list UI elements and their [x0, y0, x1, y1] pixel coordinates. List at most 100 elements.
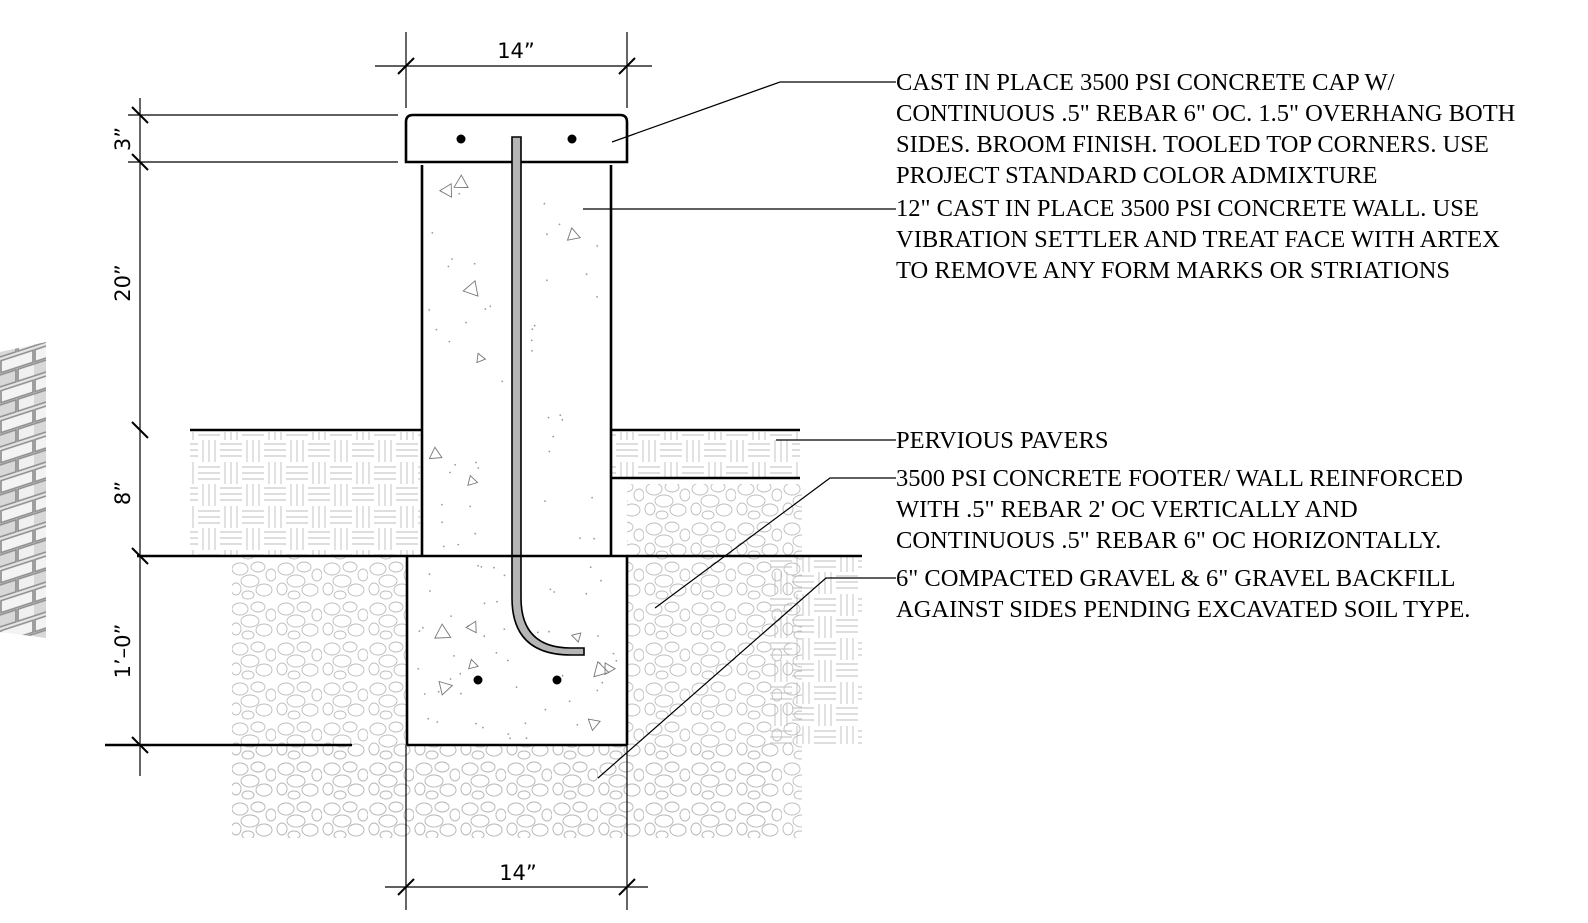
concrete-speck	[474, 532, 477, 535]
callout-gravel-line: 6" COMPACTED GRAVEL & 6" GRAVEL BACKFILL	[896, 565, 1456, 592]
concrete-speck	[469, 505, 472, 508]
concrete-speck	[552, 435, 555, 438]
callout-pavers: PERVIOUS PAVERS	[896, 427, 1109, 454]
concrete-speck	[417, 668, 420, 670]
concrete-speck	[503, 574, 506, 577]
concrete-aggregate	[465, 620, 477, 634]
concrete-speck	[475, 722, 477, 725]
dim-text-footer-depth: 1’–0”	[111, 624, 135, 679]
concrete-speck	[501, 380, 504, 383]
concrete-speck	[547, 416, 550, 419]
concrete-speck	[449, 678, 452, 680]
callout-footer-line: CONTINUOUS .5" REBAR 6" OC HORIZONTALLY.	[896, 527, 1441, 554]
footer-rebar-dot	[552, 675, 562, 685]
concrete-speck	[568, 700, 571, 703]
concrete-aggregate	[604, 662, 617, 676]
concrete-speck	[549, 588, 552, 591]
concrete-speck	[450, 615, 452, 617]
callout-cap-line: CAST IN PLACE 3500 PSI CONCRETE CAP W/	[896, 69, 1395, 96]
concrete-speck	[458, 192, 461, 195]
concrete-speck	[546, 279, 548, 282]
paver-photo-swatch	[0, 342, 46, 638]
dimension-vertical-chain: 3” 20” 8” 1’–0”	[111, 98, 398, 776]
concrete-aggregate	[434, 623, 452, 639]
concrete-speck	[531, 350, 533, 352]
concrete-speck	[601, 681, 604, 684]
concrete-speck	[558, 223, 561, 226]
concrete-speck	[442, 545, 445, 548]
concrete-speck	[435, 328, 438, 331]
concrete-speck	[483, 635, 486, 638]
concrete-speck	[448, 340, 451, 343]
concrete-speck	[493, 566, 495, 569]
concrete-speck	[597, 635, 599, 637]
concrete-speck	[544, 500, 546, 502]
concrete-speck	[418, 630, 421, 633]
concrete-speck	[576, 723, 579, 726]
concrete-speck	[615, 659, 618, 662]
concrete-speck	[489, 305, 492, 308]
concrete-speck	[596, 296, 598, 298]
callout-cap: CAST IN PLACE 3500 PSI CONCRETE CAP W/ C…	[896, 69, 1515, 189]
concrete-speck	[475, 461, 477, 464]
concrete-speck	[589, 566, 592, 569]
concrete-speck	[437, 690, 440, 693]
concrete-speck	[544, 708, 547, 711]
callout-cap-line: CONTINUOUS .5" REBAR 6" OC. 1.5" OVERHAN…	[896, 100, 1515, 127]
concrete-speck	[507, 733, 510, 735]
callout-cap-line: SIDES. BROOM FINISH. TOOLED TOP CORNERS.…	[896, 131, 1489, 158]
concrete-aggregate	[587, 718, 601, 732]
concrete-speck	[509, 737, 511, 740]
concrete-speck	[585, 592, 588, 595]
dimension-bottom-width: 14”	[385, 745, 648, 910]
concrete-speck	[483, 602, 486, 605]
callout-wall-line: 12" CAST IN PLACE 3500 PSI CONCRETE WALL…	[896, 195, 1479, 222]
cap-rebar-dot	[567, 134, 577, 144]
grade-lines	[105, 428, 862, 747]
concrete-speck	[484, 308, 487, 310]
concrete-speck	[441, 521, 443, 524]
concrete-speck	[548, 450, 551, 453]
callout-gravel: 6" COMPACTED GRAVEL & 6" GRAVEL BACKFILL…	[896, 565, 1470, 623]
concrete-speck	[506, 659, 509, 662]
footer-rebar-dot	[473, 675, 483, 685]
concrete-aggregate	[438, 183, 452, 198]
concrete-aggregate	[462, 279, 479, 297]
concrete-speck	[561, 674, 564, 677]
concrete-speck	[457, 543, 460, 546]
callout-wall-line: VIBRATION SETTLER AND TREAT FACE WITH AR…	[896, 226, 1500, 253]
concrete-aggregate	[428, 446, 443, 460]
concrete-speck	[459, 672, 462, 675]
callout-gravel-line: AGAINST SIDES PENDING EXCAVATED SOIL TYP…	[896, 596, 1470, 623]
concrete-speck	[422, 626, 424, 629]
concrete-speck	[465, 321, 467, 324]
concrete-speck	[530, 339, 533, 342]
cap-rebar-dot	[456, 134, 466, 144]
concrete-speck	[596, 689, 599, 692]
concrete-speck	[596, 245, 599, 247]
dimension-top-width: 14”	[375, 32, 652, 108]
concrete-speck	[548, 630, 550, 633]
concrete-speck	[477, 467, 480, 469]
concrete-speck	[441, 503, 443, 506]
concrete-speck	[428, 573, 431, 576]
concrete-aggregate	[467, 474, 479, 487]
concrete-speck	[612, 652, 615, 655]
concrete-speck	[585, 273, 588, 276]
callout-footer: 3500 PSI CONCRETE FOOTER/ WALL REINFORCE…	[896, 465, 1463, 554]
concrete-speck	[503, 628, 506, 630]
concrete-speck	[524, 722, 527, 725]
concrete-speck	[427, 717, 430, 720]
callout-pavers-line: PERVIOUS PAVERS	[896, 427, 1109, 454]
concrete-speck	[473, 262, 476, 265]
concrete-speck	[533, 324, 536, 327]
paver-hatch	[190, 432, 862, 744]
concrete-speck	[480, 566, 483, 568]
concrete-aggregate	[566, 227, 582, 241]
concrete-speck	[454, 463, 457, 466]
callout-wall-line: TO REMOVE ANY FORM MARKS OR STRIATIONS	[896, 257, 1450, 284]
concrete-speck	[482, 726, 484, 729]
concrete-speck	[423, 693, 426, 695]
concrete-speck	[579, 537, 581, 539]
